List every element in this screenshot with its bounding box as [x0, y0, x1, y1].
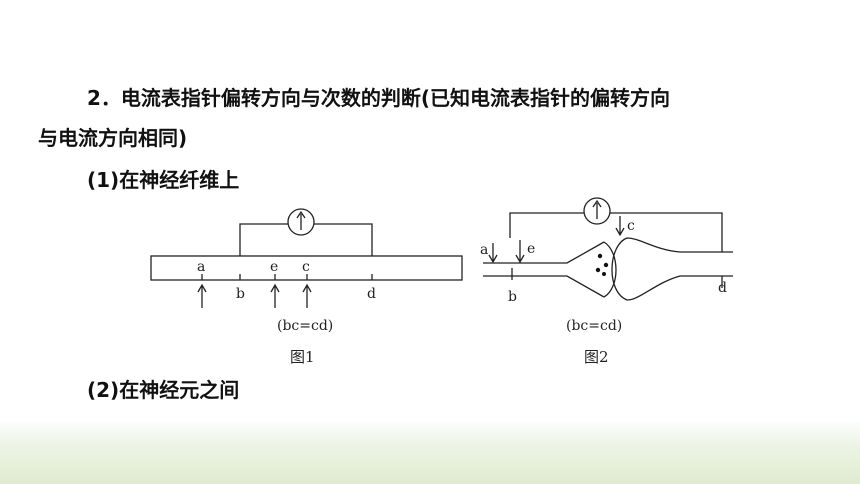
fig1-caption: 图1	[290, 348, 315, 366]
fig1-ammeter-wire	[239, 223, 373, 256]
fig1-label-a: a	[197, 259, 205, 275]
fig2-axon-upper	[483, 241, 605, 264]
fig2-axon-lower	[483, 275, 605, 298]
fig1-stimulus-arrow-icon-a	[197, 283, 207, 308]
fig2-note: (bc=cd)	[566, 318, 622, 334]
fig1-note: (bc=cd)	[277, 318, 333, 334]
fig2-ammeter-needle	[592, 199, 602, 219]
fig1-stimulus-arrow-icon-c	[302, 283, 312, 308]
fig2-label-c: c	[627, 218, 635, 234]
item2-line2: 与电流方向相同)	[38, 126, 188, 150]
fig1-label-b: b	[236, 286, 245, 302]
bottom-decorative-band	[0, 420, 860, 484]
fig2-vesicles	[595, 253, 609, 276]
fig2-label-a: a	[480, 242, 488, 258]
fig2-stimulus-arrow-icon-e	[515, 240, 525, 264]
fig1-label-e: e	[270, 259, 278, 275]
fig2-postsynaptic-neuron	[611, 237, 733, 301]
subheading-nerve-fiber: (1)在神经纤维上	[87, 168, 240, 192]
fig2-label-b: b	[508, 289, 517, 305]
item2-line1: 2．电流表指针偏转方向与次数的判断(已知电流表指针的偏转方向	[87, 86, 671, 110]
fig1-stimulus-arrow-icon-e	[270, 283, 280, 308]
fig2-stimulus-arrow-icon-c	[615, 216, 625, 237]
fig2-caption: 图2	[584, 348, 609, 366]
fig1-label-c: c	[302, 259, 310, 275]
fig2-label-e: e	[527, 241, 535, 257]
fig2-stimulus-arrow-icon-a	[488, 243, 498, 264]
fig1-label-d: d	[367, 286, 376, 302]
fig2-presynaptic-end	[603, 241, 617, 298]
fig2-ammeter-wire	[509, 212, 723, 252]
fig2-label-d: d	[718, 280, 727, 296]
fig1-ammeter-needle	[296, 210, 306, 230]
subheading-between-neurons: (2)在神经元之间	[87, 378, 240, 402]
